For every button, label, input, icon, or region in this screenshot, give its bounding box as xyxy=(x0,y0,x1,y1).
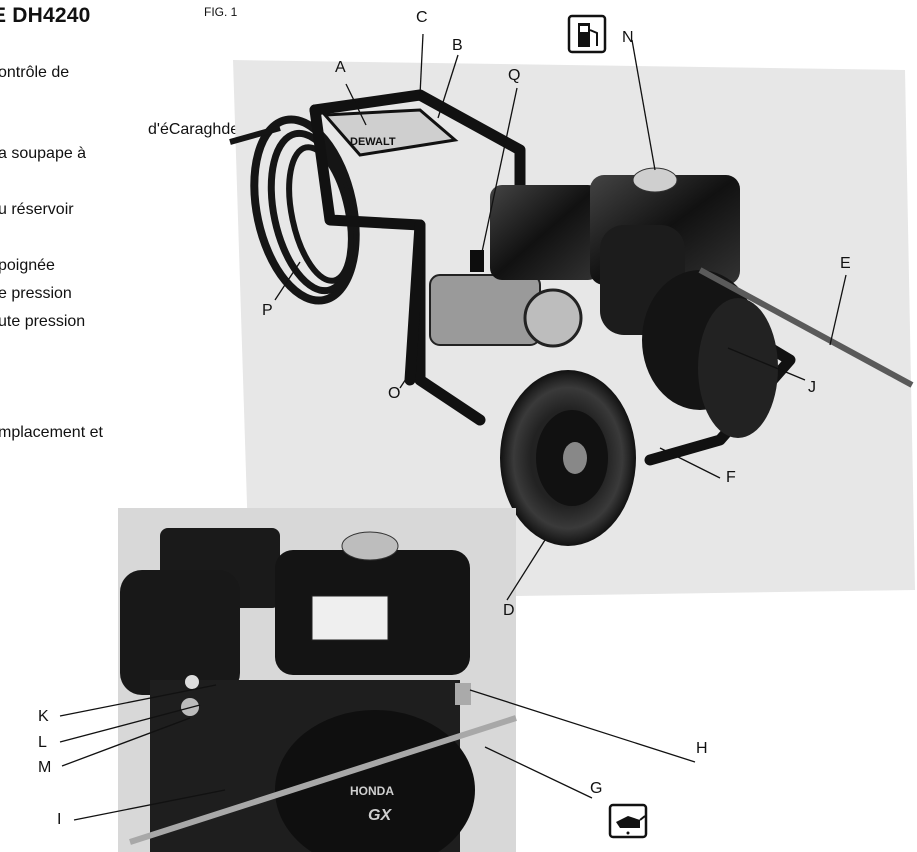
callout-a: A xyxy=(335,59,346,76)
dewalt-logo: DEWALT xyxy=(350,136,396,148)
callout-m: M xyxy=(38,759,52,776)
rear-wheel xyxy=(698,298,778,438)
gx-logo: GX xyxy=(368,807,392,824)
text-fragment: e pression xyxy=(0,285,72,302)
honda-logo: HONDA xyxy=(350,784,394,798)
callout-k: K xyxy=(38,708,49,725)
callout-q: Q xyxy=(508,67,521,84)
hose-coil xyxy=(229,115,360,305)
callout-n: N xyxy=(622,29,634,46)
engine-closeup: HONDA GX xyxy=(120,528,517,852)
wheel xyxy=(500,370,636,546)
text-fragment: ute pression xyxy=(0,313,86,330)
text-fragment: ontrôle de xyxy=(0,64,70,81)
callout-d: D xyxy=(503,602,515,619)
spray-wand xyxy=(698,267,914,388)
callout-c: C xyxy=(416,9,428,26)
fuel-pump-icon xyxy=(567,14,607,54)
callout-i: I xyxy=(57,811,62,828)
text-fragment: a soupape à xyxy=(0,145,87,162)
callout-j: J xyxy=(808,379,816,396)
figure-label: FIG. 1 xyxy=(204,5,238,19)
engine-block xyxy=(490,185,600,280)
callout-b: B xyxy=(452,37,463,54)
callout-g: G xyxy=(590,780,603,797)
text-fragment: u réservoir xyxy=(0,201,74,218)
callout-h: H xyxy=(696,740,708,757)
fuel-cap xyxy=(632,167,678,193)
pump xyxy=(429,274,541,346)
page-title: E DH4240 xyxy=(0,4,91,27)
unloader-valve xyxy=(470,250,484,272)
callout-p: P xyxy=(262,302,273,319)
callout-f: F xyxy=(726,469,736,486)
text-fragment: poignée xyxy=(0,257,55,274)
pulley xyxy=(523,288,583,348)
control-panel xyxy=(321,108,459,157)
oil-can-icon xyxy=(608,803,648,839)
text-fragment: mplacement et xyxy=(0,424,103,441)
callout-l: L xyxy=(38,734,47,751)
callout-o: O xyxy=(388,385,401,402)
leader-lines xyxy=(59,33,847,821)
callout-e: E xyxy=(840,255,851,272)
